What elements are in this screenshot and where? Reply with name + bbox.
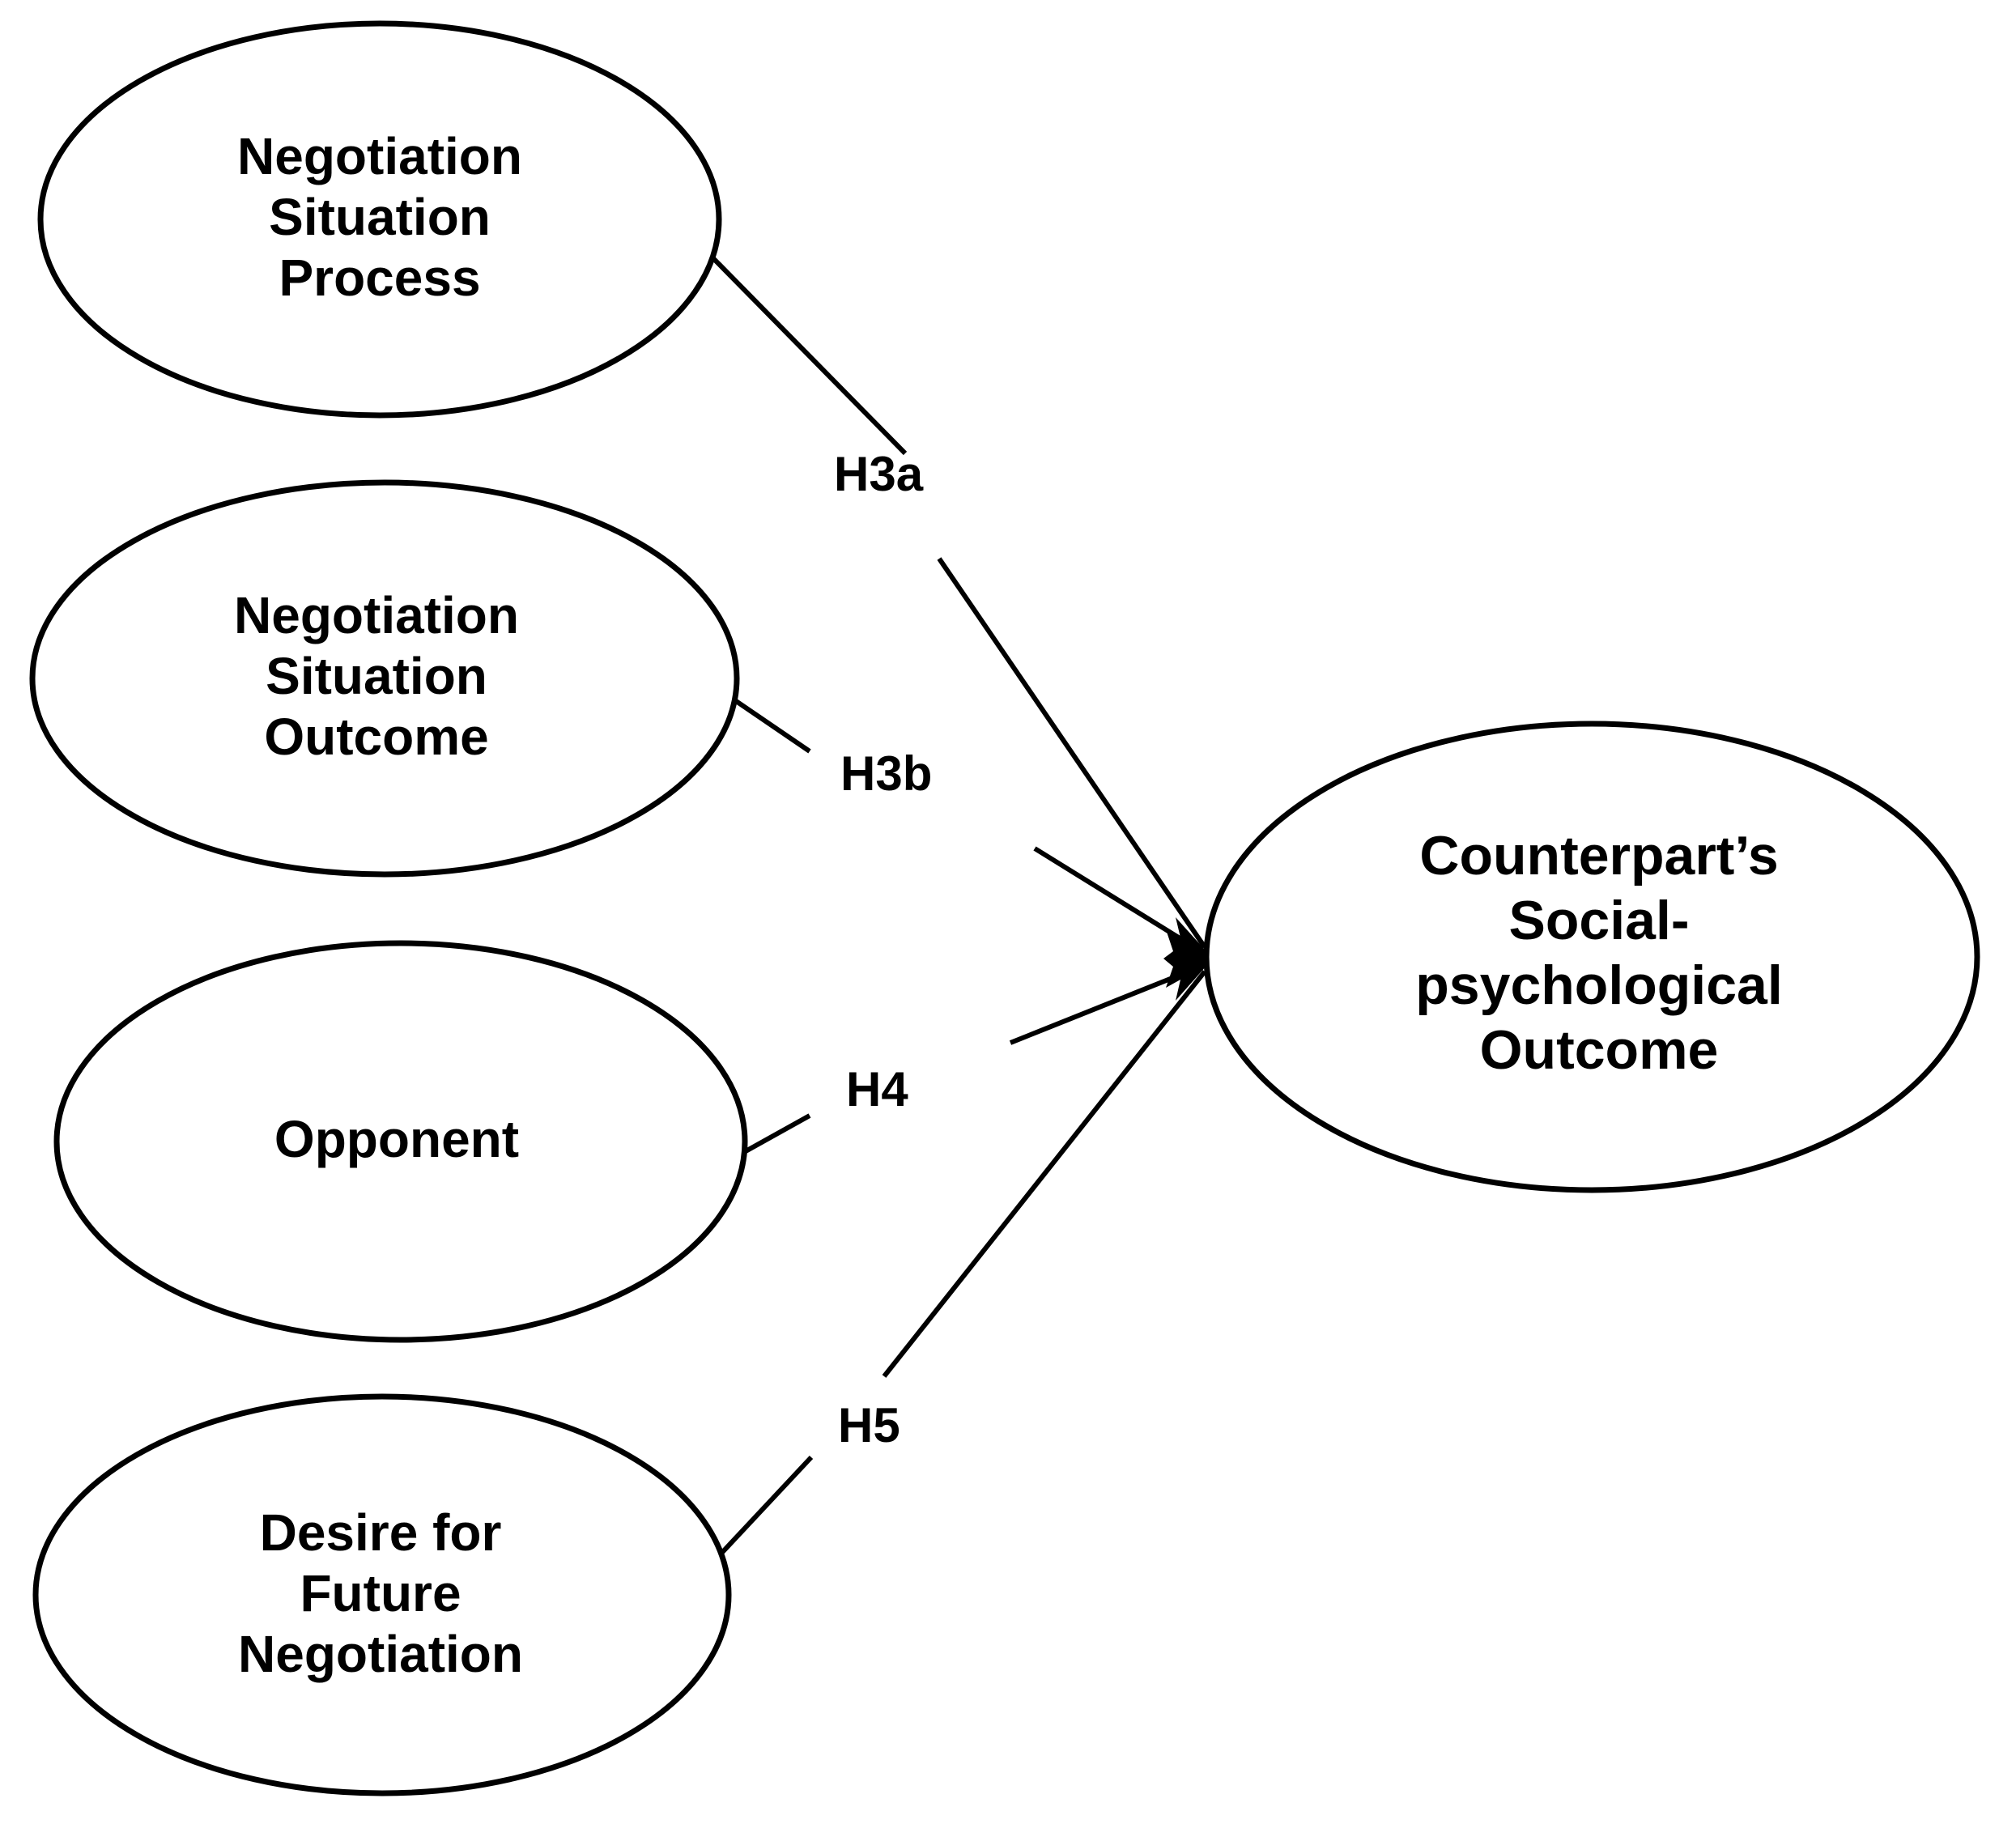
node-label-line: Negotiation (237, 127, 522, 185)
node-label-line: Counterpart’s (1419, 825, 1778, 886)
arrowhead-icon (1163, 917, 1213, 1001)
node-ellipse-shape (1203, 721, 1980, 1193)
edge-label-h3b: H3b (840, 746, 932, 801)
edge-line-h3b-segment-1 (721, 690, 811, 754)
edge-line-h5-segment-1 (714, 1455, 814, 1561)
node-ellipse-shape (53, 940, 748, 1343)
node-label-line: Outcome (264, 708, 488, 766)
node-counterparts-social-psychological-outcome[interactable]: Counterpart’s Social- psychological Outc… (1203, 721, 1980, 1193)
node-label-line: Process (279, 249, 480, 307)
node-label-line: psychological (1415, 955, 1782, 1016)
node-ellipse-shape (29, 479, 740, 878)
node-ellipse-shape (32, 1393, 732, 1796)
node-label-line: Social- (1509, 890, 1690, 951)
node-label-line: Outcome (1480, 1019, 1719, 1081)
node-negotiation-situation-outcome[interactable]: Negotiation Situation Outcome (29, 479, 740, 878)
node-negotiation-situation-process[interactable]: Negotiation Situation Process (37, 20, 722, 419)
edge-line-h5-segment-2 (882, 970, 1207, 1378)
node-label-line: Desire for (260, 1503, 502, 1562)
node-label-line: Opponent (274, 1110, 519, 1168)
node-label-line: Situation (269, 188, 491, 246)
edges-layer (708, 253, 1213, 1561)
edge-label-h5: H5 (838, 1398, 900, 1452)
edge-label-h3a: H3a (834, 447, 924, 501)
node-label-line: Negotiation (234, 586, 519, 644)
node-label-line: Future (300, 1564, 461, 1622)
edge-labels-layer: H3a H3b H4 H5 (834, 447, 932, 1452)
node-ellipse-shape (37, 20, 722, 419)
edge-label-h4: H4 (846, 1062, 908, 1116)
edge-line-h3a-segment-1 (708, 253, 908, 456)
node-label-line: Negotiation (238, 1625, 523, 1683)
node-opponent[interactable]: Opponent (53, 940, 748, 1343)
node-label-line: Situation (266, 647, 487, 705)
edge-line-h3a-segment-2 (937, 557, 1207, 949)
node-desire-for-future-negotiation[interactable]: Desire for Future Negotiation (32, 1393, 732, 1796)
